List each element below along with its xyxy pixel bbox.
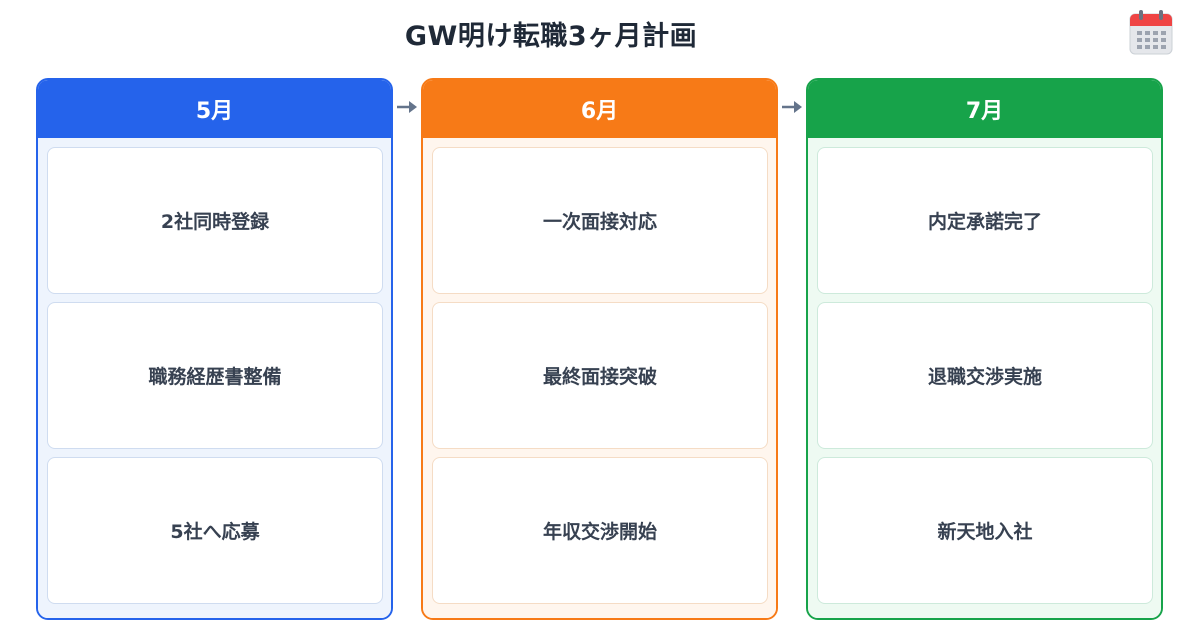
month-label: 5月 xyxy=(195,99,234,124)
page-title: GW明け転職3ヶ月計画 xyxy=(404,21,698,52)
task-card: 新天地入社 xyxy=(817,457,1153,604)
task-label: 5社へ応募 xyxy=(170,521,260,543)
calendar-icon xyxy=(1127,10,1175,56)
month-label: 7月 xyxy=(965,99,1004,124)
task-label: 新天地入社 xyxy=(937,521,1033,543)
task-label: 最終面接突破 xyxy=(542,366,657,388)
task-label: 職務経歴書整備 xyxy=(148,366,282,388)
task-card: 年収交渉開始 xyxy=(432,457,768,604)
column-body: 一次面接対応 最終面接突破 年収交渉開始 xyxy=(423,138,776,618)
column-body: 内定承諾完了 退職交渉実施 新天地入社 xyxy=(808,138,1161,618)
month-columns: 5月 2社同時登録 職務経歴書整備 5社へ応募 6月 一次面接対応 最終面接突破… xyxy=(36,78,1163,620)
task-card: 退職交渉実施 xyxy=(817,302,1153,449)
column-header: 7月 xyxy=(808,80,1161,138)
task-label: 2社同時登録 xyxy=(160,211,270,233)
task-card: 内定承諾完了 xyxy=(817,147,1153,294)
column-july: 7月 内定承諾完了 退職交渉実施 新天地入社 xyxy=(806,78,1163,620)
column-header: 5月 xyxy=(38,80,391,138)
task-card: 職務経歴書整備 xyxy=(47,302,383,449)
task-card: 最終面接突破 xyxy=(432,302,768,449)
column-june: 6月 一次面接対応 最終面接突破 年収交渉開始 xyxy=(421,78,778,620)
arrow-right-icon xyxy=(393,78,421,136)
column-may: 5月 2社同時登録 職務経歴書整備 5社へ応募 xyxy=(36,78,393,620)
task-label: 内定承諾完了 xyxy=(927,211,1042,233)
task-card: 5社へ応募 xyxy=(47,457,383,604)
arrow-right-icon xyxy=(778,78,806,136)
task-label: 年収交渉開始 xyxy=(542,521,657,543)
column-body: 2社同時登録 職務経歴書整備 5社へ応募 xyxy=(38,138,391,618)
task-label: 退職交渉実施 xyxy=(927,366,1042,388)
month-label: 6月 xyxy=(580,99,619,124)
column-header: 6月 xyxy=(423,80,776,138)
task-card: 2社同時登録 xyxy=(47,147,383,294)
task-card: 一次面接対応 xyxy=(432,147,768,294)
task-label: 一次面接対応 xyxy=(542,211,657,233)
